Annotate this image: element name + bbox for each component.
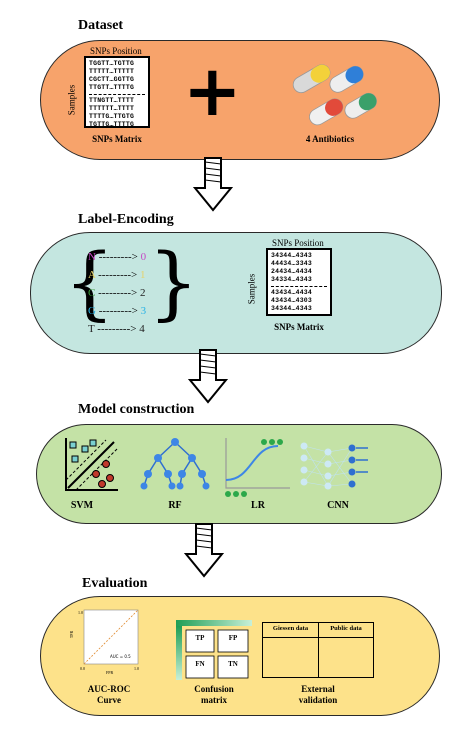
external-caption-1: External xyxy=(301,684,335,694)
mapping-row: A ---------> 1 xyxy=(88,266,146,284)
left-brace-icon: { xyxy=(64,236,115,329)
confusion-cell-fn: FN xyxy=(195,660,205,668)
matrix-separator xyxy=(271,286,327,287)
roc-tick: 1.0 xyxy=(78,610,83,615)
nuc-g: G xyxy=(88,305,96,317)
external-col-giessen: Giessen data xyxy=(272,625,309,632)
svm-icon xyxy=(65,438,119,491)
map-arrow: ---------> xyxy=(97,323,140,335)
matrix-row: TTNGTT…TTTT xyxy=(89,97,135,104)
roc-legend: AUC = 0.5 xyxy=(110,654,131,659)
roc-tick: 1.0 xyxy=(134,666,139,671)
matrix-row: 44434…3343 xyxy=(271,260,313,267)
model-label-lr: LR xyxy=(251,500,265,511)
external-col-public: Public data xyxy=(330,625,362,632)
dataset-snp-matrix: TGGTT…TGTTG TTTTT…TTTTT CGCTT…GGTTG TTGT… xyxy=(84,56,150,128)
matrix-row: 43434…4303 xyxy=(271,297,313,304)
mapping-row: G ---------> 3 xyxy=(88,302,146,320)
matrix-separator xyxy=(89,94,145,95)
code-0: 0 xyxy=(140,251,147,263)
matrix-row: TTGTT…TTTTG xyxy=(89,84,135,91)
encoding-heading: Label-Encoding xyxy=(78,212,174,227)
model-heading: Model construction xyxy=(78,402,195,417)
matrix-row: TTTTT…TTTTT xyxy=(89,68,135,75)
down-arrow-icon xyxy=(183,523,225,578)
dataset-matrix-axis: Samples xyxy=(66,84,77,116)
nuc-a: A xyxy=(88,269,96,281)
antibiotics-caption: 4 Antibiotics xyxy=(305,134,355,144)
matrix-row: TGGTT…TGTTG xyxy=(89,60,135,67)
code-4: 4 xyxy=(139,323,145,335)
matrix-row: TTTTTT…TTTT xyxy=(89,105,135,112)
confusion-cell-tp: TP xyxy=(195,634,205,642)
nuc-n: N xyxy=(88,251,96,263)
model-label-svm: SVM xyxy=(70,500,94,511)
pills-icon xyxy=(292,64,377,126)
confusion-caption-1: Confusion xyxy=(194,684,234,694)
encoding-map: N ---------> 0 A ---------> 1 C --------… xyxy=(88,248,146,338)
matrix-row: 34344…4343 xyxy=(271,252,313,259)
down-arrow-icon xyxy=(192,157,234,212)
encoding-matrix-title: SNPs Position xyxy=(272,238,324,248)
map-arrow: ---------> xyxy=(98,269,141,281)
encoding-matrix-caption: SNPs Matrix xyxy=(274,322,324,332)
confusion-cell-tn: TN xyxy=(228,660,238,668)
matrix-row: 24434…4434 xyxy=(271,268,313,275)
matrix-row: 34344…4343 xyxy=(271,305,313,312)
mapping-row: N ---------> 0 xyxy=(88,248,146,266)
evaluation-heading: Evaluation xyxy=(82,576,148,591)
matrix-row: 34334…4343 xyxy=(271,276,313,283)
mapping-row: C ---------> 2 xyxy=(88,284,146,302)
map-arrow: ---------> xyxy=(98,305,141,317)
map-arrow: ---------> xyxy=(98,251,141,263)
roc-caption-2: Curve xyxy=(97,695,121,705)
model-label-rf: RF xyxy=(168,500,182,511)
confusion-caption-2: matrix xyxy=(201,695,227,705)
code-1: 1 xyxy=(140,269,146,281)
dataset-matrix-caption: SNPs Matrix xyxy=(92,134,142,144)
random-forest-icon xyxy=(140,438,210,490)
logistic-regression-icon xyxy=(225,438,290,497)
down-arrow-icon xyxy=(187,349,229,404)
roc-y-label: TPR xyxy=(69,630,75,639)
encoding-panel xyxy=(30,232,442,354)
dataset-heading: Dataset xyxy=(78,18,124,33)
roc-tick: 0.0 xyxy=(80,666,85,671)
matrix-row: TTTTG…TTGTG xyxy=(89,113,135,120)
roc-curve-icon xyxy=(83,609,139,665)
cnn-icon xyxy=(300,442,368,490)
model-label-cnn: CNN xyxy=(327,500,349,511)
matrix-row: TGTTG…TTTTG xyxy=(89,121,135,128)
roc-x-label: FPR xyxy=(106,670,114,675)
plus-icon: + xyxy=(183,50,242,132)
code-3: 3 xyxy=(140,305,147,317)
external-caption-2: validation xyxy=(298,695,338,705)
nuc-c: C xyxy=(88,287,96,299)
external-validation-table: Giessen data Public data xyxy=(262,622,374,678)
matrix-row: 43434…4434 xyxy=(271,289,313,296)
encoding-matrix-axis: Samples xyxy=(246,273,257,305)
encoding-snp-matrix: 34344…4343 44434…3343 24434…4434 34334…4… xyxy=(266,248,332,316)
mapping-row: T ---------> 4 xyxy=(88,320,146,338)
confusion-matrix-icon xyxy=(176,620,252,680)
roc-caption-1: AUC-ROC xyxy=(87,684,131,694)
map-arrow: ---------> xyxy=(98,287,141,299)
confusion-cell-fp: FP xyxy=(228,634,238,642)
right-brace-icon: } xyxy=(148,236,199,329)
nuc-t: T xyxy=(88,323,95,335)
dataset-matrix-title: SNPs Position xyxy=(90,46,142,56)
code-2: 2 xyxy=(140,287,146,299)
model-panel xyxy=(36,424,442,524)
matrix-row: CGCTT…GGTTG xyxy=(89,76,135,83)
